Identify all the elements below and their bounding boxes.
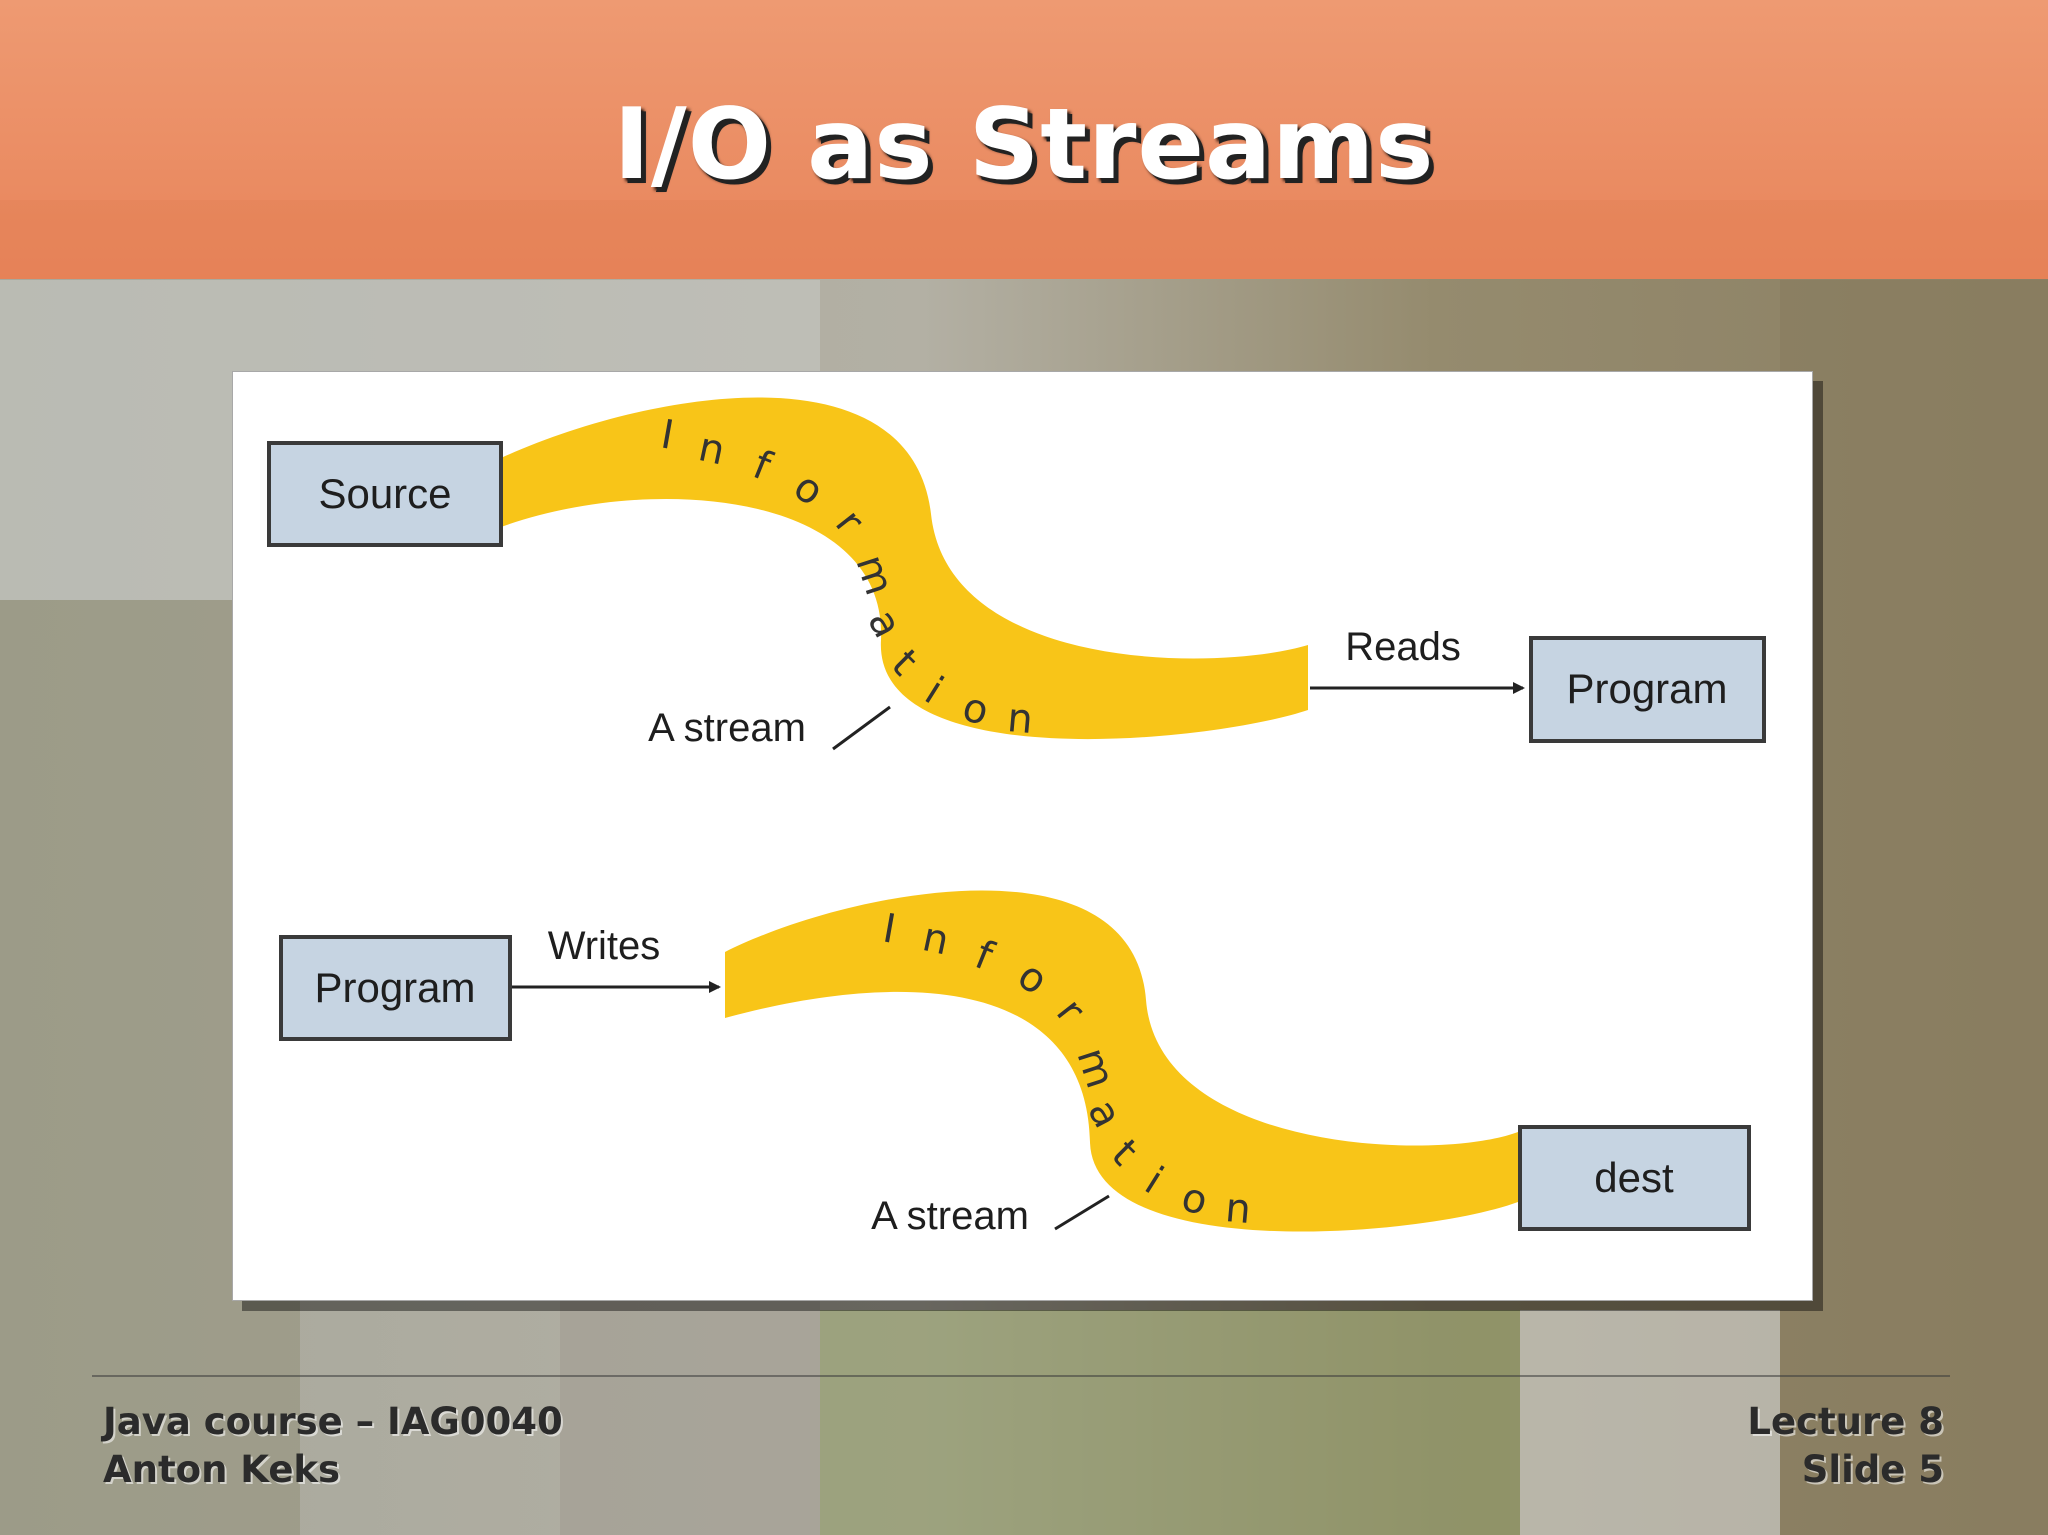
- footer-course: Java course – IAG0040: [103, 1400, 563, 1443]
- writes-label: Writes: [548, 924, 661, 968]
- source-box: Source: [267, 441, 503, 547]
- reads-label: Reads: [1345, 625, 1461, 669]
- stream-label: A stream: [648, 706, 806, 750]
- dest-box: dest: [1518, 1125, 1751, 1231]
- program-box-reading: Program: [1529, 636, 1766, 743]
- input-stream-band: [501, 397, 1308, 740]
- footer-left: Java course – IAG0040 Anton Keks: [103, 1398, 563, 1494]
- source-label: Source: [318, 470, 451, 517]
- footer-author: Anton Keks: [103, 1448, 341, 1491]
- slide-title: I/O as Streams: [613, 88, 1435, 202]
- footer-lecture: Lecture 8: [1747, 1400, 1944, 1443]
- program-label: Program: [1566, 665, 1727, 712]
- footer-divider: [92, 1375, 1950, 1377]
- stream-pointer: [832, 705, 891, 751]
- stream-diagram: I n f o r m a t i o n Source Reads Progr…: [267, 397, 1766, 1238]
- stream-label: A stream: [871, 1194, 1029, 1238]
- stream-letter: n: [1223, 1185, 1252, 1233]
- diagram-card: I n f o r m a t i o n Source Reads Progr…: [232, 371, 1813, 1301]
- program-label: Program: [314, 964, 475, 1011]
- output-stream-band: [725, 890, 1518, 1232]
- stream-pointer: [1054, 1194, 1110, 1231]
- dest-label: dest: [1594, 1154, 1674, 1201]
- program-box-writing: Program: [279, 935, 512, 1041]
- footer-slide-number: Slide 5: [1801, 1448, 1944, 1491]
- footer-right: Lecture 8 Slide 5: [1747, 1398, 1944, 1494]
- stream-letter: n: [1005, 695, 1034, 743]
